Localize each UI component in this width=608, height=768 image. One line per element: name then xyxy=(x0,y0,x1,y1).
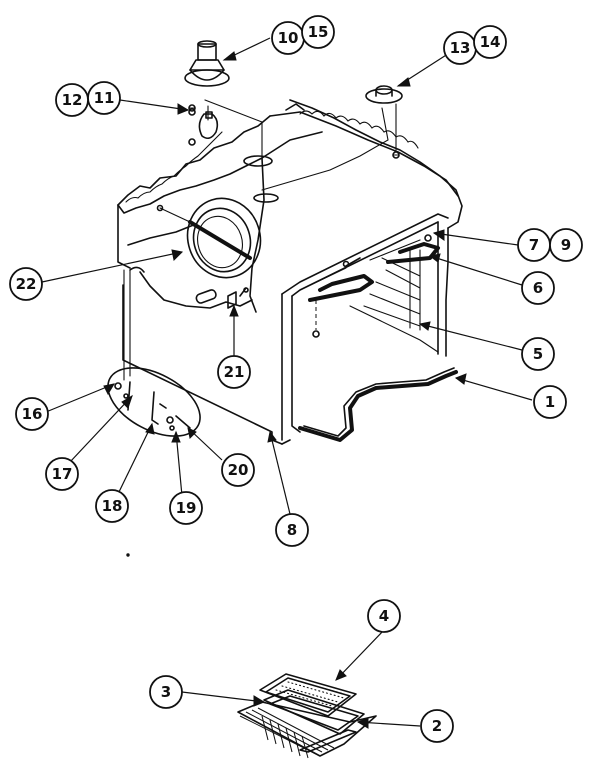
callout-label: 7 xyxy=(529,236,539,254)
callout-label: 10 xyxy=(278,29,299,47)
oven-light-assembly xyxy=(184,40,230,140)
convection-element xyxy=(156,197,262,304)
callout-circle xyxy=(275,513,309,547)
callout-3: 3 xyxy=(149,675,183,709)
callout-circle xyxy=(9,267,43,301)
callout-label: 5 xyxy=(533,345,543,363)
callout-circle xyxy=(95,489,129,523)
callout-11: 11 xyxy=(87,81,121,115)
callout-circle xyxy=(420,709,454,743)
callout-18: 18 xyxy=(95,489,129,523)
callout-label: 21 xyxy=(224,363,245,381)
callout-label: 2 xyxy=(432,717,442,735)
callout-label: 11 xyxy=(94,89,115,107)
callout-label: 12 xyxy=(62,91,83,109)
callout-group: 1 2 3 4 5 6 7 8 xyxy=(9,15,583,743)
callout-7: 7 xyxy=(517,228,551,262)
broiler-pan-assembly xyxy=(237,673,377,759)
callout-label: 4 xyxy=(379,607,389,625)
mark-dot xyxy=(126,553,130,557)
callout-label: 13 xyxy=(450,39,471,57)
callout-label: 3 xyxy=(161,683,171,701)
callout-circle xyxy=(217,355,251,389)
callout-circle xyxy=(521,271,555,305)
callout-20: 20 xyxy=(221,453,255,487)
bake-element xyxy=(298,367,458,442)
callout-13: 13 xyxy=(443,31,477,65)
bracket-part xyxy=(227,287,249,309)
callout-circle xyxy=(149,675,183,709)
callout-circle xyxy=(45,457,79,491)
callout-8: 8 xyxy=(275,513,309,547)
callout-19: 19 xyxy=(169,491,203,525)
callout-circle xyxy=(55,83,89,117)
callout-circle xyxy=(15,397,49,431)
callout-16: 16 xyxy=(15,397,49,431)
callout-label: 6 xyxy=(533,279,543,297)
callout-label: 20 xyxy=(228,461,249,479)
callout-circle xyxy=(301,15,335,49)
leader-lines xyxy=(41,37,533,727)
callout-label: 18 xyxy=(102,497,123,515)
callout-21: 21 xyxy=(217,355,251,389)
sensor-assembly xyxy=(365,85,403,104)
callout-label: 15 xyxy=(308,23,329,41)
callout-4: 4 xyxy=(367,599,401,633)
callout-22: 22 xyxy=(9,267,43,301)
callout-label: 19 xyxy=(176,499,197,517)
callout-circle xyxy=(473,25,507,59)
callout-label: 14 xyxy=(480,33,501,51)
callout-12: 12 xyxy=(55,83,89,117)
callout-15: 15 xyxy=(301,15,335,49)
arrowheads xyxy=(103,51,467,729)
oven-cavity xyxy=(117,99,463,445)
callout-14: 14 xyxy=(473,25,507,59)
callout-label: 9 xyxy=(561,236,571,254)
callout-10: 10 xyxy=(271,21,305,55)
side-bracket-assembly xyxy=(107,269,201,437)
callout-label: 16 xyxy=(22,405,43,423)
callout-label: 1 xyxy=(545,393,555,411)
callout-circle xyxy=(533,385,567,419)
broil-element xyxy=(308,234,440,338)
callout-6: 6 xyxy=(521,271,555,305)
callout-circle xyxy=(549,228,583,262)
callout-17: 17 xyxy=(45,457,79,491)
callout-circle xyxy=(521,337,555,371)
callout-circle xyxy=(221,453,255,487)
callout-circle xyxy=(169,491,203,525)
callout-circle xyxy=(367,599,401,633)
callout-9: 9 xyxy=(549,228,583,262)
callout-2: 2 xyxy=(420,709,454,743)
callout-5: 5 xyxy=(521,337,555,371)
callout-label: 17 xyxy=(52,465,73,483)
callout-label: 8 xyxy=(287,521,297,539)
callout-label: 22 xyxy=(16,275,37,293)
callout-1: 1 xyxy=(533,385,567,419)
